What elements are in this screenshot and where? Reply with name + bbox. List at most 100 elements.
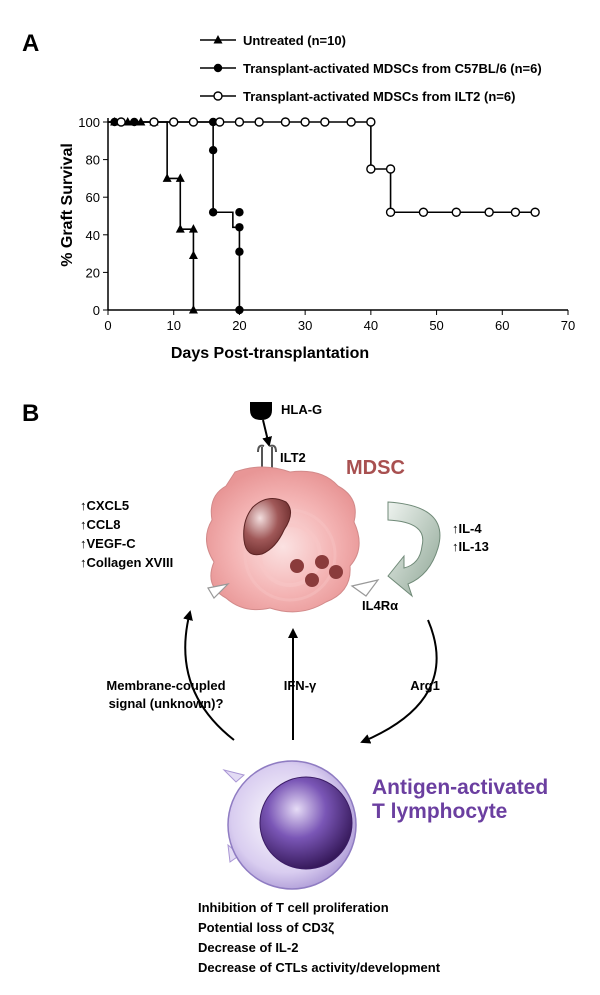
data-point [188,117,199,127]
x-tick-label: 70 [561,318,575,333]
y-tick-label: 80 [86,153,100,168]
upregulated-item: ↑CCL8 [80,517,120,532]
series-line [108,121,195,310]
data-point [484,207,494,217]
data-point [418,207,429,217]
x-axis-label: Days Post-transplantation [171,345,369,362]
y-axis-label: % Graft Survival [59,143,76,267]
data-point [175,224,185,233]
chart-legend: Untreated (n=10) Transplant-activated MDS… [200,33,542,104]
effect-item: Inhibition of T cell proliferation [198,900,389,915]
mdsc-diagram: HLA-G ILT2 MDSC ↑CXCL5 ↑CCL8 ↑VEGF-C ↑Colla… [80,402,548,975]
mdsc-label: MDSC [346,457,405,479]
data-point [385,164,396,174]
data-point [320,117,330,127]
hla-g-arrow [262,419,272,447]
upregulated-item: ↑CXCL5 [80,498,129,513]
ilt2-receptor-icon [257,444,277,468]
data-point [188,305,198,314]
arg1-arrow [360,619,438,744]
data-point [208,208,218,217]
data-point [235,247,244,256]
effect-item: Decrease of CTLs activity/development [198,960,441,975]
y-tick-label: 40 [86,228,100,243]
data-point [162,173,172,182]
legend-entry: Untreated (n=10) [243,33,346,48]
legend-marker [213,63,223,73]
data-point [280,117,291,127]
il-cytokine-list: ↑IL-4 ↑IL-13 [452,521,489,554]
data-point [116,117,126,127]
y-tick-label: 20 [86,265,100,280]
arg1-label: Arg1 [410,678,440,693]
series-3 [108,117,540,217]
data-point [451,207,461,217]
mdsc-nucleus [243,497,291,556]
ilt2-label: ILT2 [280,450,306,465]
legend-entry: Transplant-activated MDSCs from ILT2 (n=… [243,89,515,104]
x-tick-label: 40 [364,318,378,333]
legend-marker [213,35,223,44]
t-cell-nucleus [259,776,353,870]
data-point [169,117,179,127]
granules [290,555,343,587]
x-tick-label: 30 [298,318,312,333]
series-line [108,121,536,214]
data-point [175,173,185,182]
data-point [254,117,264,127]
t-cell-label-1: Antigen-activated [372,776,548,799]
il-cytokine-item: ↑IL-4 [452,521,482,536]
legend-entry: Transplant-activated MDSCs from C57BL/6 … [243,61,542,76]
data-point [215,117,225,127]
data-point [208,146,218,155]
t-cell-label-2: T lymphocyte [372,800,507,823]
x-tick-label: 50 [429,318,443,333]
effect-item: Decrease of IL-2 [198,940,298,955]
series-1 [108,117,198,314]
effects-list: Inhibition of T cell proliferationPotent… [198,900,441,975]
data-point [366,164,376,174]
data-point [366,117,376,127]
x-tick-label: 20 [232,318,246,333]
panel-a-letter: A [22,30,40,57]
data-point [188,224,198,233]
effect-item: Potential loss of CD3ζ [198,920,334,935]
upregulated-item: ↑VEGF-C [80,536,136,551]
panel-b-letter: B [22,400,40,427]
y-tick-label: 100 [78,115,100,130]
y-tick-label: 0 [93,303,100,318]
autocrine-arrow [387,501,441,598]
hla-g-icon [250,402,272,420]
ifn-label: IFN-γ [284,678,317,693]
upregulated-list: ↑CXCL5 ↑CCL8 ↑VEGF-C ↑Collagen XVIII [80,498,173,570]
data-point [235,305,244,315]
y-tick-label: 60 [86,190,100,205]
x-tick-label: 10 [166,318,180,333]
membrane-signal-label-2: signal (unknown)? [109,696,224,711]
x-tick-label: 60 [495,318,509,333]
x-tick-label: 0 [104,318,111,333]
data-point [234,117,245,127]
data-point [235,223,244,232]
legend-marker [213,91,223,101]
membrane-signal-label-1: Membrane-coupled [106,678,225,693]
chart-axes: 0 10 20 30 40 50 60 70 0 20 40 60 80 100 [78,115,575,333]
data-point [530,207,540,217]
data-point [300,117,310,127]
mdsc-cell [206,466,360,613]
membrane-signal-arrow [183,610,235,741]
data-point [346,117,356,127]
data-point [235,208,244,217]
series-2 [108,117,244,315]
upregulated-item: ↑Collagen XVIII [80,555,173,570]
data-point [188,250,198,259]
hla-g-label: HLA-G [281,402,322,417]
survival-chart: Untreated (n=10) Transplant-activated MDS… [59,33,575,362]
il-cytokine-item: ↑IL-13 [452,539,489,554]
data-point [510,207,521,217]
series-line [108,121,241,310]
data-point [149,117,159,127]
data-point [385,207,396,217]
il4ra-label: IL4Rα [362,598,398,613]
chart-series [108,117,540,315]
